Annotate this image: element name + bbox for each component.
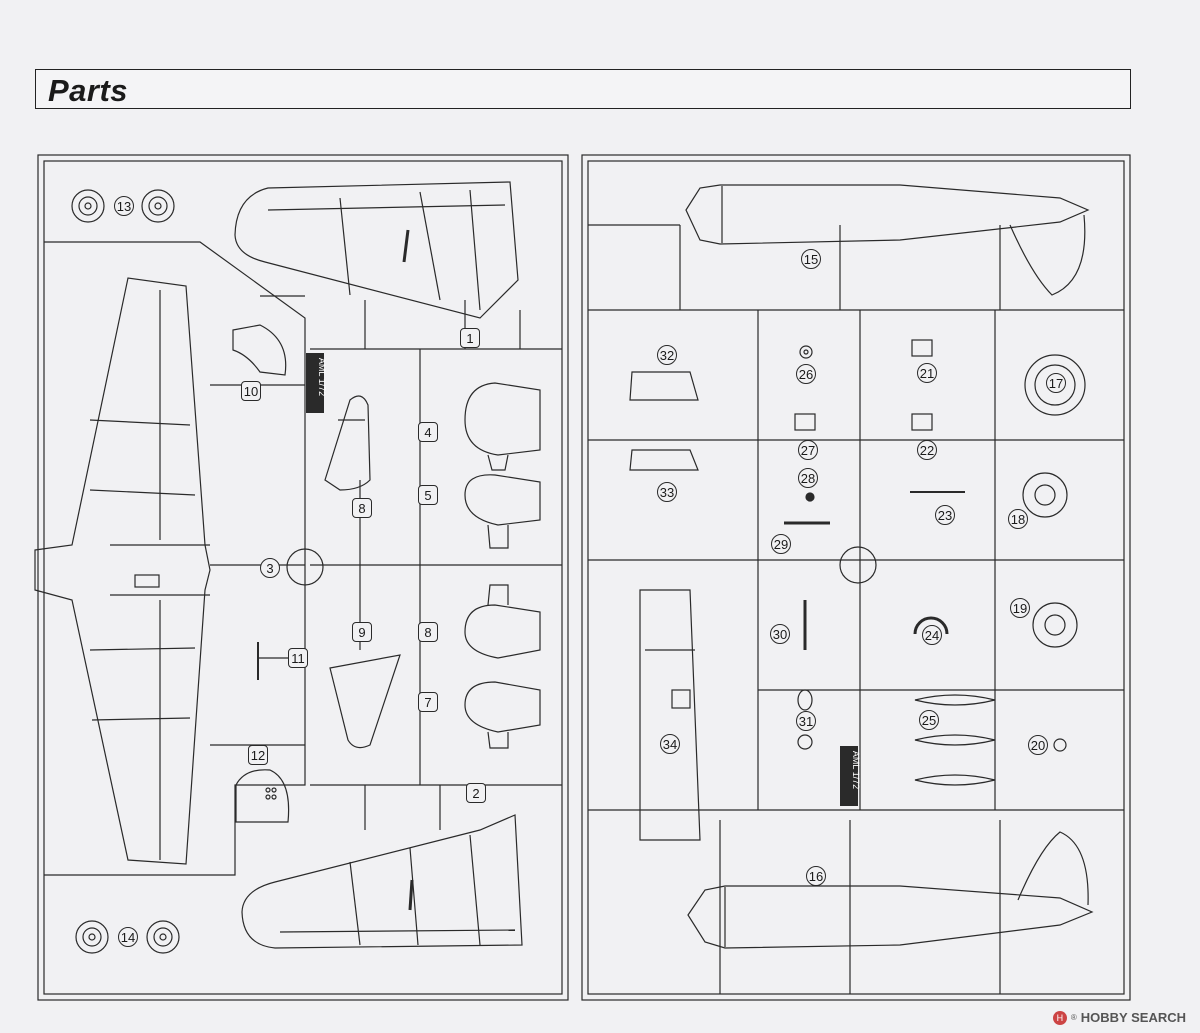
sprue-a-part-label: 5 bbox=[418, 485, 438, 505]
sprue-a-part-label: 3 bbox=[260, 558, 280, 578]
sprue-a-part-label: 14 bbox=[118, 927, 138, 947]
sprue-b-part-label: 16 bbox=[806, 866, 826, 886]
part-8-rudder bbox=[324, 395, 371, 491]
part-25-blades bbox=[914, 694, 996, 786]
sprue-b-part-label: 22 bbox=[917, 440, 937, 460]
sprue-a-part-label: 4 bbox=[418, 422, 438, 442]
parts-title-box: Parts bbox=[35, 69, 1131, 109]
part-7-tank bbox=[464, 681, 541, 749]
part-3-full-wing bbox=[34, 277, 211, 865]
part-16-fuselage bbox=[687, 831, 1094, 949]
part-14-wheels bbox=[75, 920, 180, 954]
part-8b-tank bbox=[464, 584, 541, 659]
sprue-b-part-label: 32 bbox=[657, 345, 677, 365]
part-12-panel bbox=[235, 769, 290, 823]
part-21-box bbox=[911, 339, 933, 357]
sprue-a-part-label: 2 bbox=[466, 783, 486, 803]
part-28-ball bbox=[805, 492, 815, 502]
sprue-b-part-label: 27 bbox=[798, 440, 818, 460]
sprue-b-part-label: 25 bbox=[919, 710, 939, 730]
page-title: Parts bbox=[48, 73, 129, 108]
watermark: H ® HOBBY SEARCH bbox=[1052, 1010, 1186, 1025]
sprue-b-part-label: 31 bbox=[796, 711, 816, 731]
part-4-tank bbox=[464, 382, 541, 471]
part-26-knob bbox=[799, 345, 813, 359]
part-17-disc bbox=[1024, 354, 1086, 416]
brand-mark-1-text: AML 1/72 bbox=[317, 357, 328, 397]
sprue-b-part-label: 17 bbox=[1046, 373, 1066, 393]
sprue-b-part-label: 28 bbox=[798, 468, 818, 488]
brand-mark-2-text: AML 1/72 bbox=[851, 750, 862, 790]
sprue-a-part-label: 8 bbox=[418, 622, 438, 642]
sprue-b-part-label: 21 bbox=[917, 363, 937, 383]
part-32-canopy bbox=[629, 371, 699, 401]
part-24-arch bbox=[913, 616, 949, 635]
part-34-floor bbox=[639, 589, 701, 841]
sprue-b-part-label: 34 bbox=[660, 734, 680, 754]
sprue-a-part-label: 13 bbox=[114, 196, 134, 216]
sprue-a-part-label: 10 bbox=[241, 381, 261, 401]
sprue-b-part-label: 26 bbox=[796, 364, 816, 384]
part-13-wheels bbox=[71, 189, 175, 223]
watermark-logo: H bbox=[1052, 1010, 1067, 1025]
sprue-b-part-label: 15 bbox=[801, 249, 821, 269]
part-10-panel bbox=[232, 324, 287, 376]
part-5-tank bbox=[464, 474, 541, 549]
sprue-a-part-label: 8 bbox=[352, 498, 372, 518]
part-18-engine bbox=[1022, 472, 1068, 518]
sprue-b-part-label: 18 bbox=[1008, 509, 1028, 529]
brand-mark-1 bbox=[306, 353, 324, 413]
part-9-rudder bbox=[329, 654, 401, 749]
watermark-reg: ® bbox=[1070, 1013, 1077, 1022]
sprue-b-part-label: 19 bbox=[1010, 598, 1030, 618]
sprue-b-part-label: 29 bbox=[771, 534, 791, 554]
part-33-canopy bbox=[629, 449, 699, 471]
sprue-b-part-label: 23 bbox=[935, 505, 955, 525]
sprue-a-frame bbox=[37, 154, 569, 1001]
sprue-b-frame bbox=[581, 154, 1131, 1001]
sprue-b-part-label: 33 bbox=[657, 482, 677, 502]
sprue-b-part-label: 30 bbox=[770, 624, 790, 644]
sprue-a-part-label: 11 bbox=[288, 648, 308, 668]
part-31-lens bbox=[797, 689, 813, 711]
sprue-a-part-label: 9 bbox=[352, 622, 372, 642]
part-20-hub bbox=[1053, 738, 1067, 752]
part-19-engine bbox=[1032, 602, 1078, 648]
sprue-a-part-label: 12 bbox=[248, 745, 268, 765]
part-27-box bbox=[794, 413, 816, 431]
brand-mark-2 bbox=[840, 746, 858, 806]
sprue-a-part-label: 1 bbox=[460, 328, 480, 348]
part-1-upper-wing bbox=[234, 181, 519, 319]
part-2-lower-wing bbox=[241, 814, 523, 949]
watermark-name: HOBBY SEARCH bbox=[1080, 1010, 1186, 1025]
part-22-box bbox=[911, 413, 933, 431]
sprue-b-part-label: 20 bbox=[1028, 735, 1048, 755]
sprue-a-part-label: 7 bbox=[418, 692, 438, 712]
sprue-b-part-label: 24 bbox=[922, 625, 942, 645]
part-15-fuselage bbox=[685, 184, 1090, 296]
